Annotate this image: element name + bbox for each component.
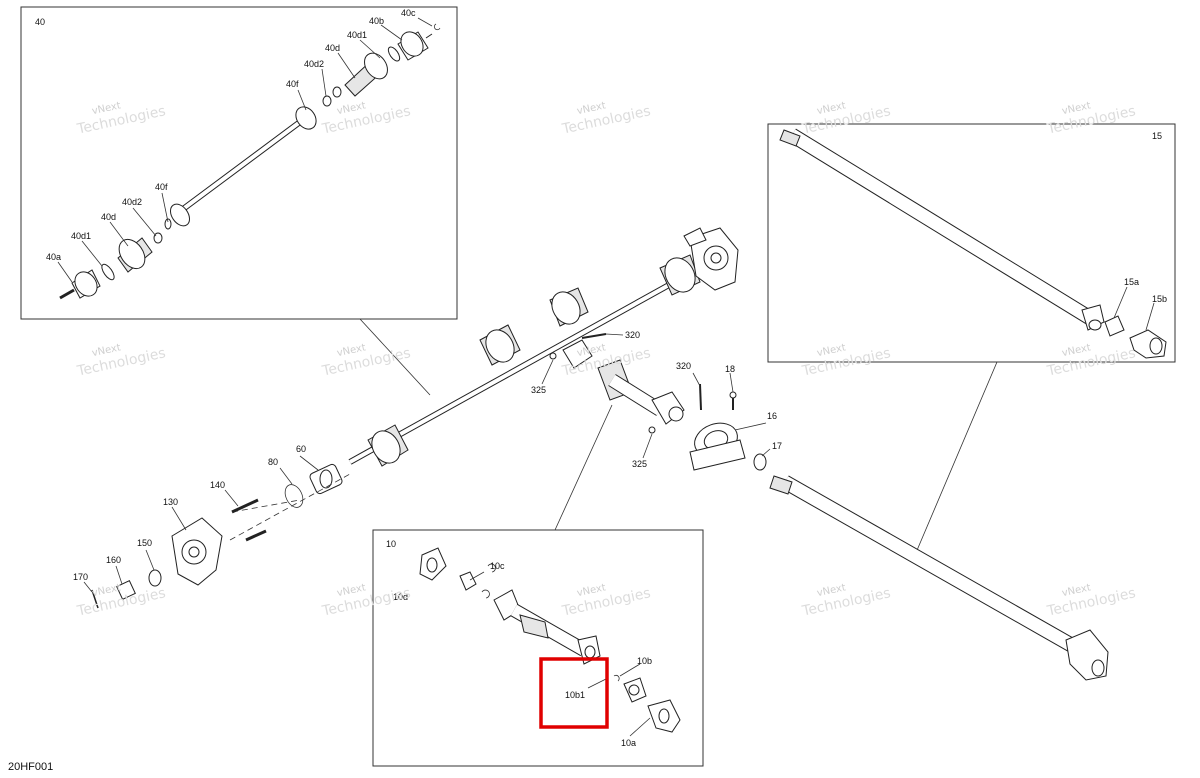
main-prop-shaft bbox=[541, 333, 771, 471]
callout-15: 15 bbox=[1152, 131, 1162, 141]
callout-150: 150 bbox=[137, 538, 152, 548]
callout-80: 80 bbox=[268, 457, 278, 467]
main-half-shaft bbox=[348, 227, 739, 467]
detail-box-15: 15 15a 15b bbox=[767, 123, 1176, 363]
callout-160: 160 bbox=[106, 555, 121, 565]
callout-40: 40 bbox=[35, 17, 45, 27]
callout-40d-lower: 40d bbox=[101, 212, 116, 222]
callout-10c: 10c bbox=[490, 561, 505, 571]
callout-40d2-lower: 40d2 bbox=[122, 197, 142, 207]
callout-15b: 15b bbox=[1152, 294, 1167, 304]
connector-box-10 bbox=[554, 404, 613, 531]
callout-17: 17 bbox=[772, 441, 782, 451]
callout-40d1-upper: 40d1 bbox=[347, 30, 367, 40]
connector-box-15 bbox=[914, 361, 998, 556]
callout-40f-lower: 40f bbox=[155, 182, 168, 192]
callout-18: 18 bbox=[725, 364, 735, 374]
callout-40f-upper: 40f bbox=[286, 79, 299, 89]
drawing-code: 20HF001 bbox=[8, 761, 53, 773]
callout-60: 60 bbox=[296, 444, 306, 454]
callout-16: 16 bbox=[767, 411, 777, 421]
callout-40d1-lower: 40d1 bbox=[71, 231, 91, 241]
callout-10: 10 bbox=[386, 539, 396, 549]
callout-170: 170 bbox=[73, 572, 88, 582]
highlight-box bbox=[539, 657, 609, 729]
callout-40d-upper: 40d bbox=[325, 43, 340, 53]
callout-15a: 15a bbox=[1124, 277, 1139, 287]
rear-drive-shaft bbox=[769, 475, 1109, 681]
callout-130: 130 bbox=[163, 497, 178, 507]
connector-box-40 bbox=[359, 318, 431, 396]
callout-40b: 40b bbox=[369, 16, 384, 26]
callout-140: 140 bbox=[210, 480, 225, 490]
callout-320-lower: 320 bbox=[676, 361, 691, 371]
callout-40a: 40a bbox=[46, 252, 61, 262]
callout-325-upper: 325 bbox=[531, 385, 546, 395]
callout-10d: 10d bbox=[393, 592, 408, 602]
callout-10b: 10b bbox=[637, 656, 652, 666]
callout-40d2-upper: 40d2 bbox=[304, 59, 324, 69]
callout-40c: 40c bbox=[401, 8, 416, 18]
wheel-hub-assembly bbox=[83, 455, 351, 609]
callout-320-upper: 320 bbox=[625, 330, 640, 340]
callout-10b1: 10b1 bbox=[565, 690, 585, 700]
detail-box-10: 10 10c 10d 10b 10b1 10a bbox=[372, 529, 704, 767]
callout-10a: 10a bbox=[621, 738, 636, 748]
detail-box-40: 40 40c 40b 40d1 40d 40d2 40f 40f 40d2 40… bbox=[20, 6, 458, 320]
callout-325-lower: 325 bbox=[632, 459, 647, 469]
